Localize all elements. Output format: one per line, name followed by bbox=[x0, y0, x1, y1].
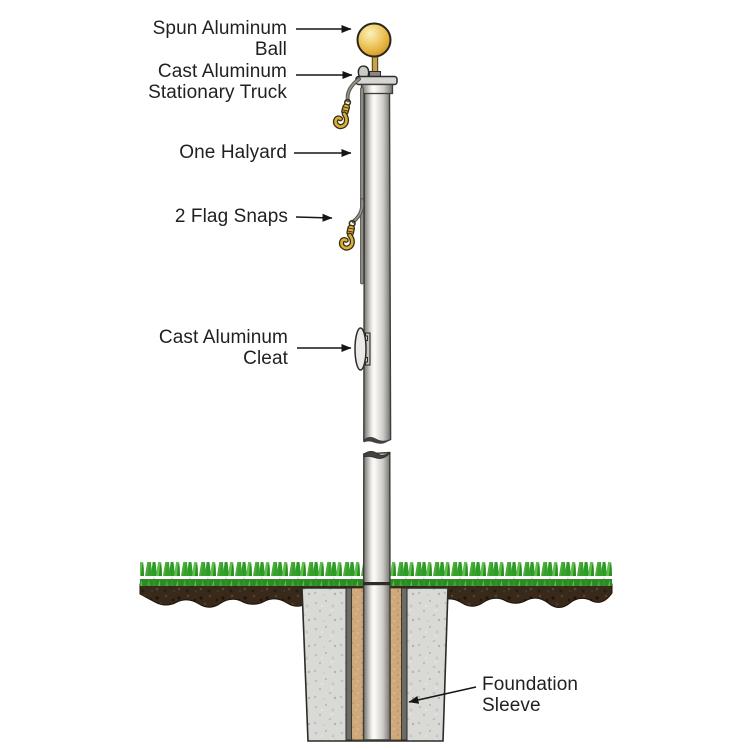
truck-collar bbox=[360, 83, 394, 95]
truck-pulley bbox=[357, 65, 370, 79]
label-line: Foundation bbox=[482, 674, 579, 695]
flag-snap-lower bbox=[341, 219, 357, 249]
foundation-sleeve bbox=[345, 587, 408, 741]
label-spun-aluminum-ball: Spun Aluminum Ball bbox=[153, 18, 287, 60]
leader-arrows bbox=[294, 25, 477, 704]
label-line: Cast Aluminum bbox=[158, 327, 288, 348]
ball-finial bbox=[356, 22, 392, 58]
label-one-halyard: One Halyard bbox=[179, 142, 287, 163]
label-line: Stationary Truck bbox=[148, 82, 287, 103]
halyard-rope bbox=[345, 77, 365, 285]
label-line: One Halyard bbox=[179, 142, 287, 163]
label-line: Ball bbox=[254, 39, 287, 60]
ground-line bbox=[363, 582, 391, 586]
arrow-snaps bbox=[295, 213, 333, 222]
label-foundation-sleeve: Foundation Sleeve bbox=[482, 674, 578, 716]
grass bbox=[140, 562, 612, 586]
label-flag-snaps: 2 Flag Snaps bbox=[175, 206, 288, 227]
pole-break-upper-edge bbox=[363, 437, 391, 444]
flagpole-upper-section bbox=[363, 92, 392, 444]
label-cleat: Cast Aluminum Cleat bbox=[159, 327, 288, 369]
label-line: Cast Aluminum bbox=[157, 61, 287, 82]
label-stationary-truck: Cast Aluminum Stationary Truck bbox=[148, 61, 287, 103]
label-line: Sleeve bbox=[482, 695, 541, 716]
label-line: Spun Aluminum bbox=[152, 18, 287, 39]
pole-break-lower-edge bbox=[363, 450, 391, 459]
cleat bbox=[354, 327, 371, 371]
label-line: 2 Flag Snaps bbox=[174, 206, 288, 227]
label-line: Cleat bbox=[243, 348, 288, 369]
truck-plate bbox=[355, 75, 398, 86]
flagpole-lower-section bbox=[362, 450, 391, 741]
flag-snap-upper bbox=[334, 98, 352, 128]
arrow-sleeve bbox=[408, 686, 477, 704]
